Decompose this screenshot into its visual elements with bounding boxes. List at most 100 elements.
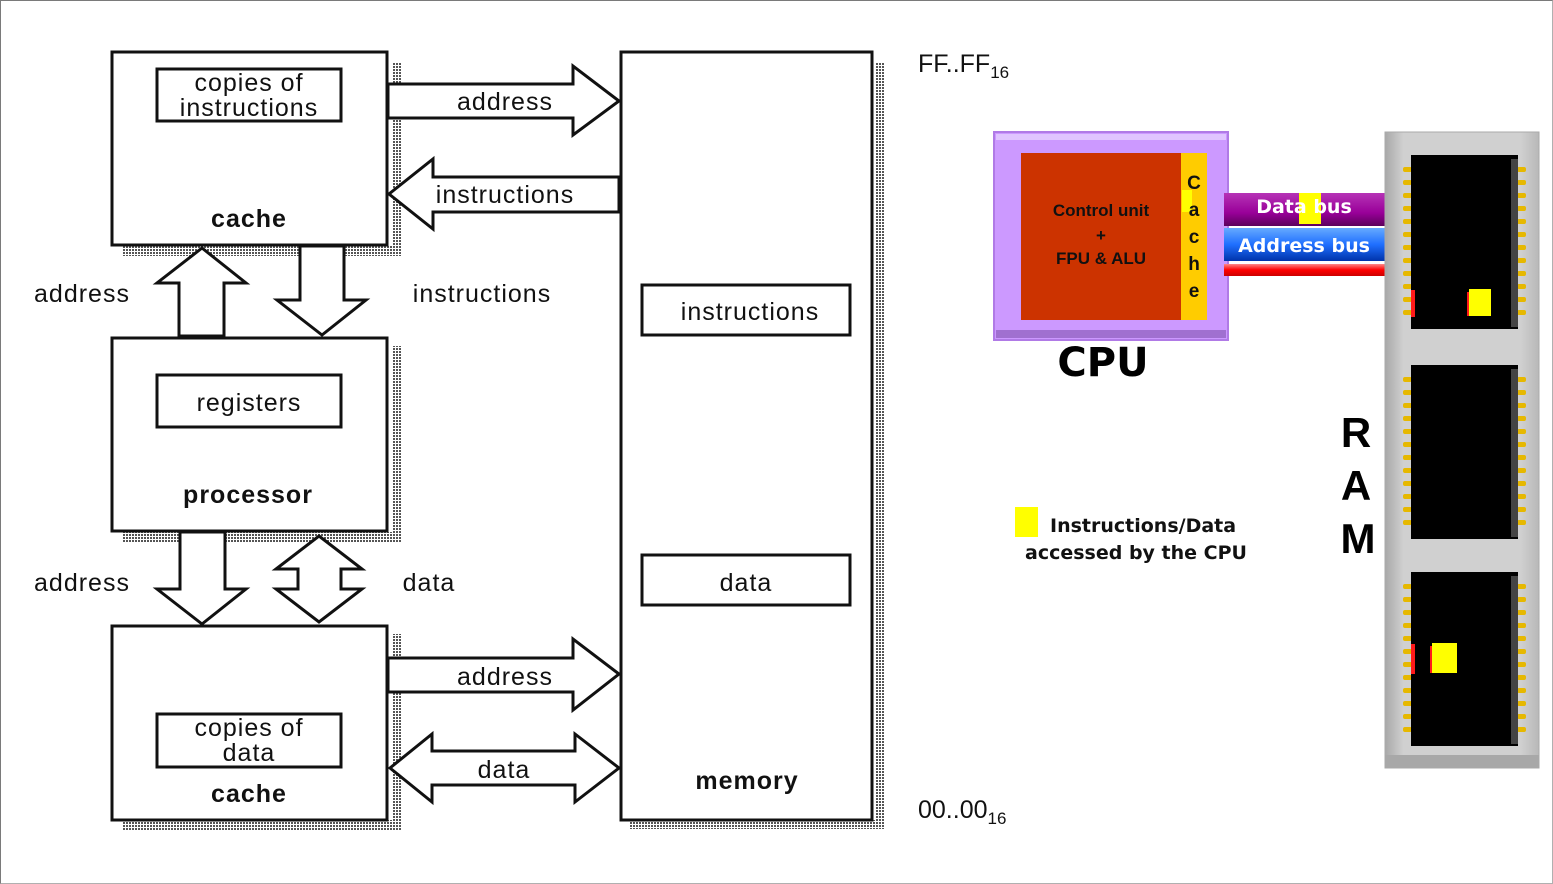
chip-pin	[1517, 481, 1526, 486]
chip-pin	[1517, 727, 1526, 732]
ram-chips	[1403, 155, 1526, 746]
ram-letter-a: A	[1341, 462, 1371, 509]
chip-pin	[1517, 507, 1526, 512]
right-diagram: C a c h e Control unit + FPU & ALU CPU D…	[993, 131, 1540, 769]
chip-pin	[1517, 271, 1526, 276]
cache-letter-e: e	[1189, 281, 1200, 302]
arrow-processor-to-top-cache	[152, 246, 251, 338]
cpu-label: CPU	[1057, 340, 1148, 386]
chip-pin	[1517, 403, 1526, 408]
arrow-label-data-lower: data	[403, 569, 456, 597]
bottom-cache-block: copies of data cache	[110, 624, 402, 830]
processor-title: processor	[183, 481, 313, 509]
chip-pin	[1517, 610, 1526, 615]
chip-pin	[1403, 403, 1412, 408]
chip-access-marker	[1411, 644, 1415, 674]
copies-of-data-box	[155, 712, 343, 769]
chip-pin	[1403, 377, 1412, 382]
chip-pin	[1517, 258, 1526, 263]
chip-pin	[1403, 714, 1412, 719]
chip-access-marker	[1411, 290, 1415, 317]
chip-pin	[1517, 623, 1526, 628]
chip-pin	[1403, 727, 1412, 732]
chip-pin	[1517, 442, 1526, 447]
chip-pin	[1403, 481, 1412, 486]
cache-letter-c2: c	[1189, 227, 1200, 248]
chip-body	[1411, 572, 1518, 746]
chip-pin	[1517, 688, 1526, 693]
top-cache-title: cache	[211, 205, 287, 233]
arrow-processor-bottom-cache-data	[271, 534, 367, 624]
memory-data-box	[640, 553, 852, 607]
bottom-cache-inner-line1: copies of	[194, 714, 303, 742]
chip-pin	[1517, 310, 1526, 315]
cache-letter-c: C	[1187, 173, 1201, 194]
arrow-label-address-bottom: address	[457, 663, 553, 691]
chip-pin	[1403, 688, 1412, 693]
bottom-cache-title: cache	[211, 780, 287, 808]
chip-pin	[1517, 377, 1526, 382]
data-bus-highlight	[1299, 193, 1321, 224]
arrow-label-instructions-top: instructions	[436, 181, 574, 209]
chip-pin	[1403, 442, 1412, 447]
ram-module	[1384, 131, 1540, 769]
ram-letter-r: R	[1341, 409, 1371, 456]
legend: Instructions/Data accessed by the CPU	[1015, 507, 1247, 564]
chip-pin	[1403, 206, 1412, 211]
chip-pin	[1403, 494, 1412, 499]
registers-label: registers	[197, 389, 302, 417]
chip-pin	[1403, 284, 1412, 289]
chip-pin	[1517, 167, 1526, 172]
top-cache-inner-line2: instructions	[180, 94, 318, 122]
memory-instructions-box	[640, 283, 852, 337]
data-bus-label: Data bus	[1256, 196, 1352, 218]
chip-pin	[1403, 675, 1412, 680]
arrow-top-cache-to-processor	[272, 244, 371, 337]
control-bus	[1224, 264, 1386, 276]
chip-pin	[1517, 584, 1526, 589]
chip-pin	[1403, 390, 1412, 395]
chip-pin	[1517, 597, 1526, 602]
chip-pin	[1517, 232, 1526, 237]
chip-pin	[1403, 180, 1412, 185]
memory-block: instructions data memory	[619, 50, 885, 829]
chip-pin	[1517, 206, 1526, 211]
legend-line1: Instructions/Data	[1050, 515, 1236, 537]
arrow-label-address-upper: address	[34, 280, 130, 308]
chip-pin	[1517, 701, 1526, 706]
chip-pin	[1403, 507, 1412, 512]
chip-pin	[1517, 468, 1526, 473]
top-cache-block: copies of instructions cache	[110, 50, 402, 256]
chip-pin	[1517, 520, 1526, 525]
chip-pin	[1403, 167, 1412, 172]
chip-pin	[1403, 219, 1412, 224]
chip-pin	[1517, 494, 1526, 499]
chip-pin	[1403, 245, 1412, 250]
chip-body	[1411, 365, 1518, 539]
chip-pin	[1517, 416, 1526, 421]
chip-pin	[1517, 219, 1526, 224]
chip-pin	[1403, 623, 1412, 628]
chip-pin	[1517, 180, 1526, 185]
chip-pin	[1517, 297, 1526, 302]
bottom-cache-inner-line2: data	[223, 739, 276, 767]
memory-instructions-label: instructions	[681, 298, 819, 326]
arrow-top-cache-to-memory: address	[386, 62, 622, 138]
arrow-processor-to-bottom-cache	[152, 530, 251, 626]
cpu-core	[1021, 153, 1182, 320]
chip-pin	[1517, 245, 1526, 250]
chip-pin	[1403, 636, 1412, 641]
memory-data-label: data	[720, 569, 773, 597]
chip-pin	[1403, 662, 1412, 667]
chip-pin	[1517, 675, 1526, 680]
ram-letter-m: M	[1341, 515, 1376, 562]
data-bus: Data bus	[1224, 193, 1386, 226]
chip-pin	[1403, 520, 1412, 525]
legend-line2: accessed by the CPU	[1025, 542, 1247, 564]
chip-pin	[1403, 429, 1412, 434]
arrow-label-address-lower: address	[34, 569, 130, 597]
top-cache-inner-line1: copies of	[194, 69, 303, 97]
arrow-label-data-bottom: data	[478, 756, 531, 784]
chip-pin	[1403, 610, 1412, 615]
